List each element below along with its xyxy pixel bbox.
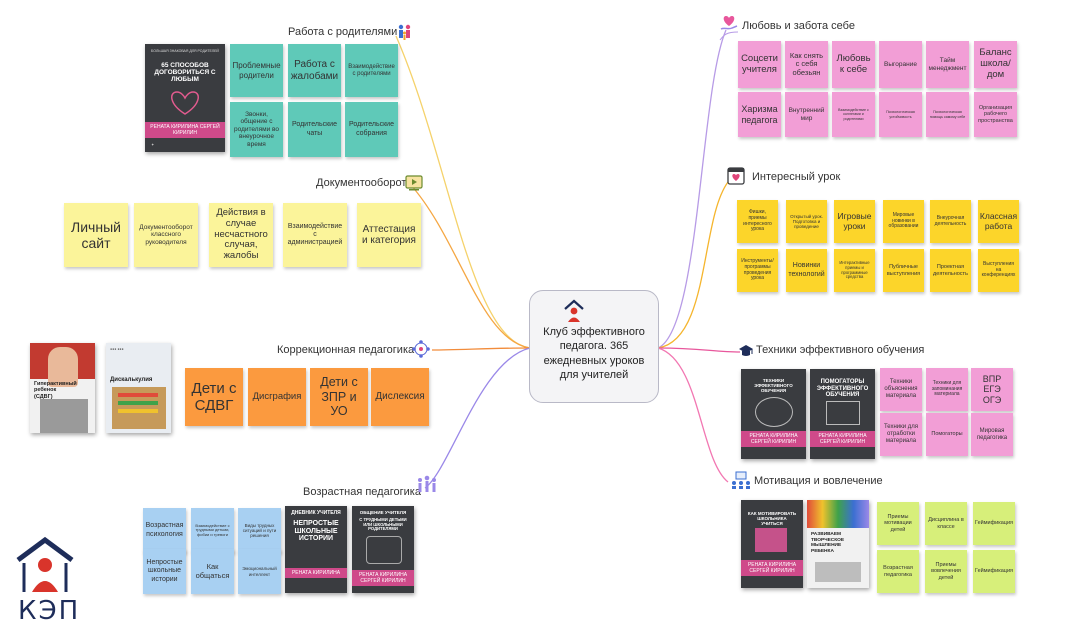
note-techniques-1[interactable]: Техники объяснения материала	[880, 368, 922, 411]
graduation-cap-icon	[739, 345, 753, 356]
branch-title-lesson[interactable]: Интересный урок	[752, 171, 841, 183]
note-parents-4[interactable]: Звонки, общение с родителями во внеурочн…	[230, 102, 283, 157]
note-selfcare-11[interactable]: Психологическая помощь самому себе	[926, 92, 969, 137]
note-motivation-1[interactable]: Приемы мотивации детей	[877, 502, 919, 545]
note-docs-2[interactable]: Документооборот классного руководителя	[134, 203, 198, 267]
note-selfcare-5[interactable]: Тайм менеджмент	[926, 41, 969, 88]
note-techniques-4[interactable]: Техники для отработки материала	[880, 413, 922, 456]
house-person-icon	[564, 299, 584, 322]
note-age-5[interactable]: Как общаться	[191, 549, 234, 594]
note-lesson-3[interactable]: Игровые уроки	[834, 200, 875, 243]
document-video-icon	[405, 175, 423, 191]
branch-title-age[interactable]: Возрастная педагогика	[303, 486, 421, 498]
lesson-board-icon	[727, 167, 745, 185]
note-lesson-6[interactable]: Классная работа	[978, 200, 1019, 243]
book-cover-creative: РАЗВИВАЕМ ТВОРЧЕСКОЕ МЫШЛЕНИЕ РЕБЕНКА	[807, 500, 869, 588]
note-lesson-2[interactable]: Открытый урок. Подготовка и проведение	[786, 200, 827, 243]
note-parents-3[interactable]: Взаимодействие с родителями	[345, 44, 398, 97]
branch-title-techniques[interactable]: Техники эффективного обучения	[756, 344, 925, 356]
branch-title-parents[interactable]: Работа с родителями	[288, 26, 398, 38]
note-docs-4[interactable]: Взаимодействие с администрацией	[283, 203, 347, 267]
family-icon	[398, 24, 411, 40]
note-age-3[interactable]: Виды трудных ситуаций и пути решения	[238, 508, 281, 553]
book-cover-motivate: КАК МОТИВИРОВАТЬ ШКОЛЬНИКА УЧИТЬСЯ РЕНАТ…	[741, 500, 803, 588]
note-techniques-2[interactable]: Техники для запоминания материала	[926, 368, 968, 411]
note-age-1[interactable]: Возрастная психология	[143, 508, 186, 553]
note-parents-1[interactable]: Проблемные родители	[230, 44, 283, 97]
note-motivation-3[interactable]: Геймификация	[973, 502, 1015, 545]
heart-hand-icon	[720, 16, 738, 30]
note-lesson-4[interactable]: Мировые новинки в образовании	[883, 200, 924, 243]
branch-title-selfcare[interactable]: Любовь и забота себе	[742, 20, 855, 32]
note-parents-6[interactable]: Родительские собрания	[345, 102, 398, 157]
center-topic[interactable]: Клуб эффективного педагога. 365 ежедневн…	[529, 290, 659, 403]
note-selfcare-6[interactable]: Баланс школа/ дом	[974, 41, 1017, 88]
note-parents-2[interactable]: Работа с жалобами	[288, 44, 341, 97]
note-motivation-2[interactable]: Дисциплина в классе	[925, 502, 967, 545]
note-selfcare-8[interactable]: Внутренний мир	[785, 92, 828, 137]
note-age-2[interactable]: Взаимодействие с трудными детьми, фобии …	[191, 508, 234, 553]
branch-title-motivation[interactable]: Мотивация и вовлечение	[754, 475, 883, 487]
note-motivation-4[interactable]: Возрастная педагогика	[877, 550, 919, 593]
book-cover-parents: БОЛЬШАЯ ЗНАКОВАЯ ДЛЯ РОДИТЕЛЕЙ 65 СПОСОБ…	[145, 44, 225, 152]
note-lesson-11[interactable]: Проектная деятельность	[930, 249, 971, 292]
note-techniques-3[interactable]: ВПР ЕГЭ ОГЭ	[971, 368, 1013, 411]
note-docs-5[interactable]: Аттестация и категория	[357, 203, 421, 267]
note-lesson-9[interactable]: Интерактивные приемы и программные средс…	[834, 249, 875, 292]
note-techniques-6[interactable]: Мировая педагогика	[971, 413, 1013, 456]
note-selfcare-10[interactable]: Психологическая устойчивость	[879, 92, 922, 137]
note-docs-1[interactable]: Личный сайт	[64, 203, 128, 267]
age-people-icon	[418, 475, 436, 492]
note-age-6[interactable]: Эмоциональный интеллект	[238, 549, 281, 594]
book-cover-techniques: ТЕХНИКИ ЭФФЕКТИВНОГО ОБУЧЕНИЯ РЕНАТА КИР…	[741, 369, 806, 459]
note-lesson-7[interactable]: Инструменты/ программы проведения урока	[737, 249, 778, 292]
branch-title-correction[interactable]: Коррекционная педагогика	[277, 344, 415, 356]
book-cover-adhd: Гиперактивный ребенок (СДВГ)	[30, 343, 95, 433]
note-lesson-10[interactable]: Публичные выступления	[883, 249, 924, 292]
note-age-4[interactable]: Непростые школьные истории	[143, 549, 186, 594]
book-cover-difficult-children: ОБЩЕНИЕ УЧИТЕЛЯ С ТРУДНЫМИ ДЕТЬМИ ИЛИ ШК…	[352, 506, 414, 593]
center-title: Клуб эффективного педагога. 365 ежедневн…	[543, 326, 645, 381]
book-cover-helpers: ПОМОГАТОРЫ ЭФФЕКТИВНОГО ОБУЧЕНИЯ РЕНАТА …	[810, 369, 875, 459]
note-lesson-12[interactable]: Выступления на конференциях	[978, 249, 1019, 292]
note-correction-1[interactable]: Дети с СДВГ	[185, 368, 243, 426]
note-selfcare-3[interactable]: Любовь к себе	[832, 41, 875, 88]
note-docs-3[interactable]: Действия в случае несчастного случая, жа…	[209, 203, 273, 267]
note-parents-5[interactable]: Родительские чаты	[288, 102, 341, 157]
note-lesson-1[interactable]: Фишки, приемы интересного урока	[737, 200, 778, 243]
book-cover-dyscalculia: ●●● ●●● Дискалькулия	[106, 343, 171, 433]
note-selfcare-4[interactable]: Выгорание	[879, 41, 922, 88]
note-correction-2[interactable]: Дисграфия	[248, 368, 306, 426]
note-selfcare-2[interactable]: Как снять с себя обезьян	[785, 41, 828, 88]
note-motivation-6[interactable]: Геймификация	[973, 550, 1015, 593]
note-motivation-5[interactable]: Приемы вовлечения детей	[925, 550, 967, 593]
note-lesson-5[interactable]: Внеурочная деятельность	[930, 200, 971, 243]
note-selfcare-1[interactable]: Соцсети учителя	[738, 41, 781, 88]
logo-text: КЭП	[18, 596, 81, 626]
note-techniques-5[interactable]: Помогаторы	[926, 413, 968, 456]
branch-title-docs[interactable]: Документооборот	[316, 177, 407, 189]
book-cover-stories: ДНЕВНИК УЧИТЕЛЯ НЕПРОСТЫЕ ШКОЛЬНЫЕ ИСТОР…	[285, 506, 347, 593]
note-selfcare-12[interactable]: Организация рабочего пространства	[974, 92, 1017, 137]
note-selfcare-7[interactable]: Харизма педагога	[738, 92, 781, 137]
note-correction-4[interactable]: Дислексия	[371, 368, 429, 426]
note-correction-3[interactable]: Дети с ЗПР и УО	[310, 368, 368, 426]
note-lesson-8[interactable]: Новинки технологий	[786, 249, 827, 292]
note-selfcare-9[interactable]: Взаимодействие с коллегами и родителями	[832, 92, 875, 137]
teamwork-icon	[732, 471, 750, 489]
people-circle-icon	[412, 340, 430, 358]
house-person-icon	[16, 536, 74, 592]
